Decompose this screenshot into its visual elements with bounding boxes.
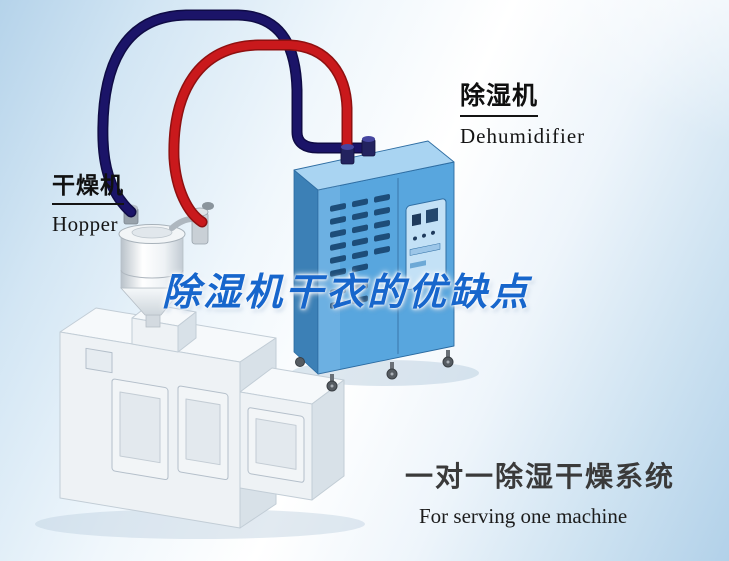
return-air-hose — [98, 11, 372, 216]
hopper-label-zh: 干燥机 — [52, 166, 124, 205]
dehumidifier-label-zh: 除湿机 — [460, 76, 539, 117]
hopper-label: 干燥机 Hopper — [52, 166, 124, 237]
dehumidifier-label: 除湿机 Dehumidifier — [460, 76, 585, 149]
system-label-zh: 一对一除湿干燥系统 — [405, 461, 676, 492]
dry-air-hose — [169, 41, 351, 226]
machine-shadow — [35, 509, 365, 539]
extruder-machine — [59, 303, 345, 529]
system-label-en: For serving one machine — [419, 504, 628, 528]
vent-grid — [330, 194, 390, 309]
control-panel — [405, 198, 447, 291]
dehumidifier-cabinet — [293, 140, 455, 392]
cabinet-top — [293, 140, 455, 191]
system-label: 一对一除湿干燥系统 For serving one machine — [405, 455, 675, 529]
main-title: 除湿机干衣的优缺点 — [162, 272, 532, 314]
caster-wheels — [295, 350, 454, 392]
hopper-label-en: Hopper — [52, 212, 118, 236]
dehumidifier-label-en: Dehumidifier — [460, 124, 586, 148]
machine-door-panels — [85, 347, 305, 483]
pipe-nozzles — [340, 136, 376, 165]
hopper-dryer — [118, 204, 186, 328]
